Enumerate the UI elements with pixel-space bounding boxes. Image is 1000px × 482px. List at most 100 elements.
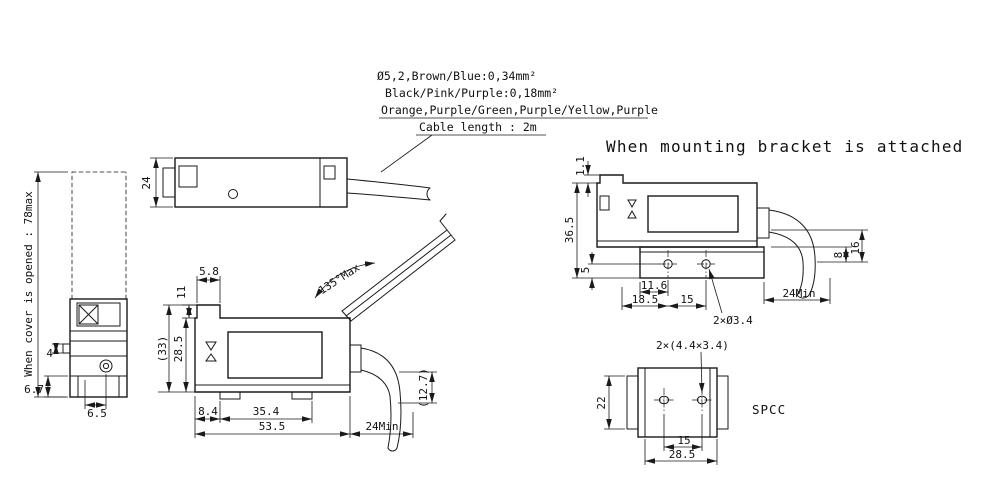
dim-label-4: 4 <box>46 347 53 360</box>
dim-cable-bend-min: 24Min <box>350 412 414 438</box>
screw-hole <box>99 359 113 373</box>
dim-label-35-4: 35.4 <box>253 405 280 418</box>
dim-label-8-4: 8.4 <box>198 405 218 418</box>
dim-foot-span: 35.4 <box>220 401 313 423</box>
note-cover-open: When cover is opened : 78max <box>22 191 35 377</box>
dim-cover-open-height: When cover is opened : 78max <box>22 171 68 398</box>
dim-label-18-5: 18.5 <box>632 293 659 306</box>
dim-hole-offset: 11.6 <box>639 279 669 296</box>
dim-flat-height: 22 <box>595 375 625 430</box>
dim-label-24min-open: 24Min <box>365 420 398 433</box>
flat-bracket-center <box>637 367 718 438</box>
view-title-bracket: When mounting bracket is attached <box>606 137 963 156</box>
cable-upper <box>346 178 431 189</box>
indicator-window <box>323 165 336 180</box>
dim-bracket-cable-min: 24Min <box>763 278 831 304</box>
mounting-bracket-face <box>639 246 765 279</box>
dim-lip-width: 5.8 <box>196 265 221 303</box>
dim-label-6-5: 6.5 <box>87 407 107 420</box>
dim-edge-offset: 18.5 <box>621 287 668 310</box>
dim-front-screw: 6.5 <box>84 374 107 420</box>
device-body-outline <box>174 157 348 208</box>
dim-label-flat-15: 15 <box>677 434 690 447</box>
dim-label-24: 24 <box>140 176 153 190</box>
dim-total-height: (33) <box>156 304 197 393</box>
terminal-detail <box>178 165 198 188</box>
cable-note-leader <box>380 134 433 173</box>
adjuster-hole <box>228 189 238 199</box>
flat-bracket-left-tab <box>626 375 639 430</box>
view-side-open: 135°Max 5.8 11 (33) 28.5 (12. <box>156 213 456 452</box>
foot-right <box>291 391 313 400</box>
cable-gland-2 <box>756 207 770 239</box>
dim-label-22: 22 <box>595 396 608 409</box>
dim-body-length: 53.5 <box>195 396 351 438</box>
dim-label-36-5: 36.5 <box>563 217 576 244</box>
cable-spec-line-2: Black/Pink/Purple:0,18mm² <box>385 86 558 100</box>
cable-spec-note: Ø5,2,Brown/Blue:0,34mm² Black/Pink/Purpl… <box>377 69 658 173</box>
dim-foot-offset: 8.4 <box>194 396 221 438</box>
dim-label-11: 11 <box>175 286 188 299</box>
cable-gland <box>349 344 362 373</box>
bracket-display-window <box>647 195 739 233</box>
view-side-closed: 24 <box>140 157 431 208</box>
dim-cable-drop: (12.7) <box>398 368 437 408</box>
triangle-up-mark-2 <box>627 209 637 219</box>
cable-outer-2 <box>768 209 816 296</box>
cover-hinge-tab <box>62 343 71 354</box>
dim-label-16: 16 <box>849 241 862 254</box>
cable-lower <box>346 192 431 201</box>
dim-closed-height: 24 <box>140 157 173 208</box>
bracket-body-outline <box>596 174 758 248</box>
dim-label-24min-bracket: 24Min <box>782 287 815 300</box>
cable-length-note: Cable length : 2m <box>419 120 537 134</box>
view-front: When cover is opened : 78max 4 6.7 6.5 <box>22 171 128 420</box>
dim-label-flat-28-5: 28.5 <box>669 448 696 461</box>
flat-bracket-right-tab <box>716 375 729 430</box>
dim-flat-pitch: 15 <box>663 414 703 451</box>
dim-cable-height-16: 16 <box>771 229 868 262</box>
dim-cable-height-8: 8 <box>771 246 868 263</box>
dim-body-height: 28.5 <box>172 318 189 392</box>
triangle-up-mark <box>205 353 217 362</box>
dim-flat-width: 28.5 <box>644 439 718 465</box>
side-detail <box>599 195 610 211</box>
dim-front-step: 4 <box>46 343 63 360</box>
dim-hole-bottom: 5 <box>579 252 660 290</box>
dim-bracket-total-height: 36.5 <box>563 183 640 279</box>
dim-label-8: 8 <box>832 252 845 259</box>
dim-label-1-1: 1.1 <box>574 156 587 176</box>
mounting-tab <box>162 167 176 198</box>
display-window <box>227 331 323 379</box>
cable-spec-line-3: Orange,Purple/Green,Purple/Yellow,Purple <box>381 103 658 117</box>
dim-label-15: 15 <box>680 293 693 306</box>
view-bracket-flat: 22 15 28.5 2×(4.4×3.4) SPCC <box>595 339 786 465</box>
terminal-block <box>76 302 121 327</box>
triangle-down-mark <box>205 341 217 351</box>
callout-holes-label: 2×Ø3.4 <box>713 314 753 327</box>
callout-slots-label: 2×(4.4×3.4) <box>656 339 729 352</box>
open-body-outline <box>194 304 351 393</box>
material-label: SPCC <box>752 402 786 417</box>
dim-label-53-5: 53.5 <box>259 420 286 433</box>
dim-label-11-6: 11.6 <box>641 279 668 292</box>
dim-lip-height: 11 <box>175 286 197 319</box>
dim-label-6-7: 6.7 <box>24 383 44 396</box>
view-bracket-attached: 1.1 36.5 5 11.6 18.5 15 <box>563 156 868 327</box>
dim-bracket-lip: 1.1 <box>572 156 600 197</box>
foot-left <box>219 391 241 400</box>
dim-label-12-7: (12.7) <box>417 368 430 408</box>
dim-label-33: (33) <box>156 336 169 363</box>
callout-bracket-holes: 2×Ø3.4 <box>708 268 753 327</box>
dim-label-5-8: 5.8 <box>199 265 219 278</box>
dim-front-base: 6.7 <box>24 375 68 398</box>
cable-inner <box>360 369 392 449</box>
dim-label-5: 5 <box>579 267 592 274</box>
triangle-down-mark-2 <box>627 199 637 209</box>
callout-flat-slots: 2×(4.4×3.4) <box>656 339 729 394</box>
cable-outer <box>360 347 402 449</box>
dim-hole-pitch: 15 <box>668 280 707 310</box>
dim-label-28-5: 28.5 <box>172 336 185 363</box>
